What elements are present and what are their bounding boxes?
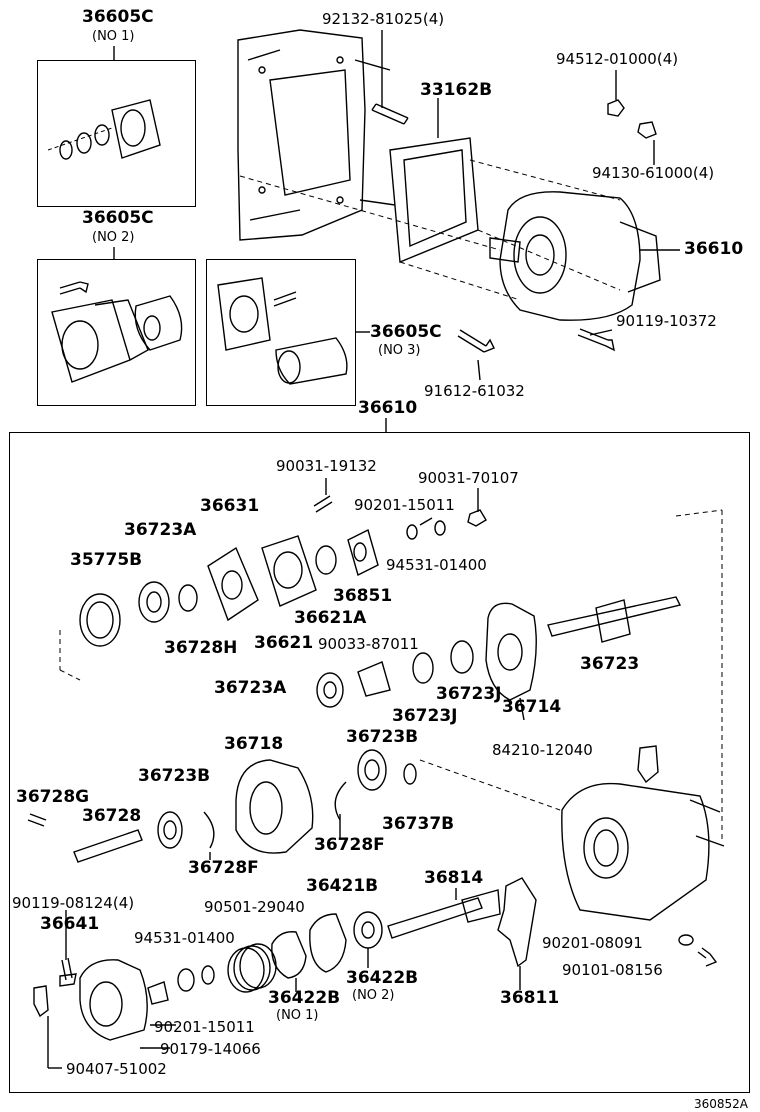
label-94512-01000: 94512-01000(4) [556, 50, 679, 68]
label-36728h: 36728H [164, 638, 238, 658]
label-no1-bottom: (NO 1) [276, 1008, 319, 1023]
label-90201-15011-bottom: 90201-15011 [154, 1018, 255, 1036]
label-36714: 36714 [502, 697, 562, 717]
label-36728g: 36728G [16, 787, 90, 807]
label-no1: (NO 1) [92, 29, 135, 44]
label-90031-19132: 90031-19132 [276, 457, 377, 475]
label-36723: 36723 [580, 654, 640, 674]
label-36621a: 36621A [294, 608, 367, 628]
label-94531-01400-top: 94531-01400 [386, 556, 487, 574]
label-90119-08124: 90119-08124(4) [12, 894, 135, 912]
box-36605c-no2 [37, 259, 196, 406]
label-36718: 36718 [224, 734, 284, 754]
label-36723b-1: 36723B [346, 727, 419, 747]
label-90101-08156: 90101-08156 [562, 961, 663, 979]
box-36605c-no3 [206, 259, 356, 406]
label-33162b: 33162B [420, 80, 493, 100]
label-36605c-no2: 36605C [82, 208, 154, 228]
label-36811: 36811 [500, 988, 560, 1008]
label-36610-top: 36610 [684, 239, 744, 259]
label-36422b-no1: 36422B [268, 988, 341, 1008]
figure-code: 360852A [694, 1097, 749, 1111]
label-no3: (NO 3) [378, 343, 421, 358]
label-92132-81025: 92132-81025(4) [322, 10, 445, 28]
label-84210-12040: 84210-12040 [492, 741, 593, 759]
label-36723j-1: 36723J [436, 684, 502, 704]
label-90201-08091: 90201-08091 [542, 934, 643, 952]
label-36641: 36641 [40, 914, 100, 934]
label-94130-61000: 94130-61000(4) [592, 164, 715, 182]
label-36723j-2: 36723J [392, 706, 458, 726]
label-36728f-1: 36728F [188, 858, 259, 878]
label-91612-61032: 91612-61032 [424, 382, 525, 400]
box-36610-assembly [9, 432, 750, 1093]
label-36621: 36621 [254, 633, 314, 653]
label-36728: 36728 [82, 806, 142, 826]
label-36421b: 36421B [306, 876, 379, 896]
label-no2: (NO 2) [92, 230, 135, 245]
label-90407-51002: 90407-51002 [66, 1060, 167, 1078]
label-36631: 36631 [200, 496, 260, 516]
label-36814: 36814 [424, 868, 484, 888]
label-35775b: 35775B [70, 550, 143, 570]
label-90033-87011: 90033-87011 [318, 635, 419, 653]
label-36422b-no2: 36422B [346, 968, 419, 988]
label-36728f-2: 36728F [314, 835, 385, 855]
label-90501-29040: 90501-29040 [204, 898, 305, 916]
label-36737b: 36737B [382, 814, 455, 834]
label-no2-bottom: (NO 2) [352, 988, 395, 1003]
label-94531-01400-bottom: 94531-01400 [134, 929, 235, 947]
label-90179-14066: 90179-14066 [160, 1040, 261, 1058]
label-90031-70107: 90031-70107 [418, 469, 519, 487]
label-36605c-no1: 36605C [82, 7, 154, 27]
label-36723b-2: 36723B [138, 766, 211, 786]
label-36723a-mid: 36723A [214, 678, 287, 698]
label-36851: 36851 [333, 586, 393, 606]
label-36610-assembly: 36610 [358, 398, 418, 418]
box-36605c-no1 [37, 60, 196, 207]
label-90119-10372: 90119-10372 [616, 312, 717, 330]
label-90201-15011-top: 90201-15011 [354, 496, 455, 514]
label-36723a-top: 36723A [124, 520, 197, 540]
label-36605c-no3: 36605C [370, 322, 442, 342]
